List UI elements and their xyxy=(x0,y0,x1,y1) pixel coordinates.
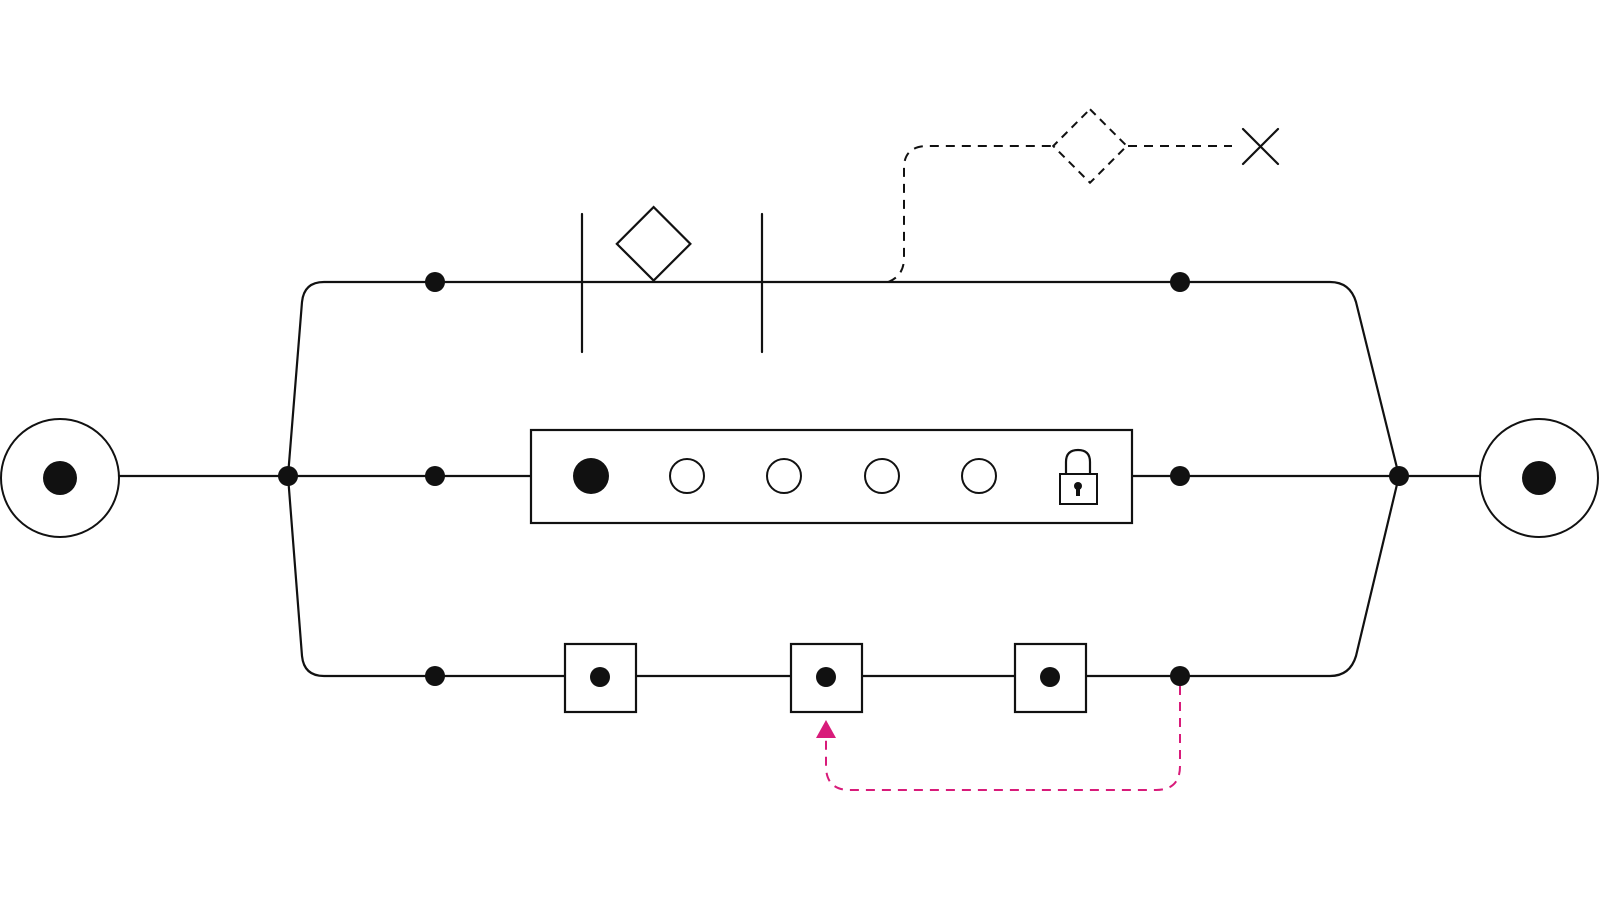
loop-back-line xyxy=(825,686,1181,791)
middle-path-start-junction xyxy=(425,466,445,486)
empty-slot-icon xyxy=(766,458,802,494)
merge-junction xyxy=(1389,466,1409,486)
split-junction xyxy=(278,466,298,486)
square-with-dot-icon xyxy=(590,667,610,687)
middle-path-end-junction xyxy=(1170,466,1190,486)
task-3 xyxy=(1013,642,1088,714)
start-dot-icon xyxy=(43,461,77,495)
diamond-icon xyxy=(615,205,692,283)
square-with-dot-icon xyxy=(1040,667,1060,687)
lower-path-end-junction xyxy=(1170,666,1190,686)
start-terminal xyxy=(0,418,120,538)
end-dot-icon xyxy=(1522,461,1556,495)
upper-path-start-junction xyxy=(425,272,445,292)
empty-slot-icon xyxy=(961,458,997,494)
upper-path xyxy=(286,280,1401,478)
dashed-diamond-icon xyxy=(1051,107,1129,185)
upper-side-branch xyxy=(887,107,1280,283)
upper-gateway-group xyxy=(580,205,764,354)
lower-path-start-junction xyxy=(425,666,445,686)
arrowhead-icon xyxy=(816,720,836,738)
task-1 xyxy=(563,642,638,714)
end-terminal xyxy=(1479,418,1599,538)
slot-container xyxy=(529,428,1134,525)
padlock-icon xyxy=(1059,448,1098,505)
square-with-dot-icon xyxy=(816,667,836,687)
middle-container xyxy=(529,428,1134,525)
upper-path-end-junction xyxy=(1170,272,1190,292)
side-branch-line xyxy=(887,145,1054,283)
filled-slot-icon xyxy=(573,458,609,494)
lower-tasks xyxy=(563,642,1088,714)
cross-icon xyxy=(1241,127,1280,166)
empty-slot-icon xyxy=(669,458,705,494)
task-2 xyxy=(789,642,864,714)
loop-back-arrow xyxy=(816,686,1181,791)
empty-slot-icon xyxy=(864,458,900,494)
